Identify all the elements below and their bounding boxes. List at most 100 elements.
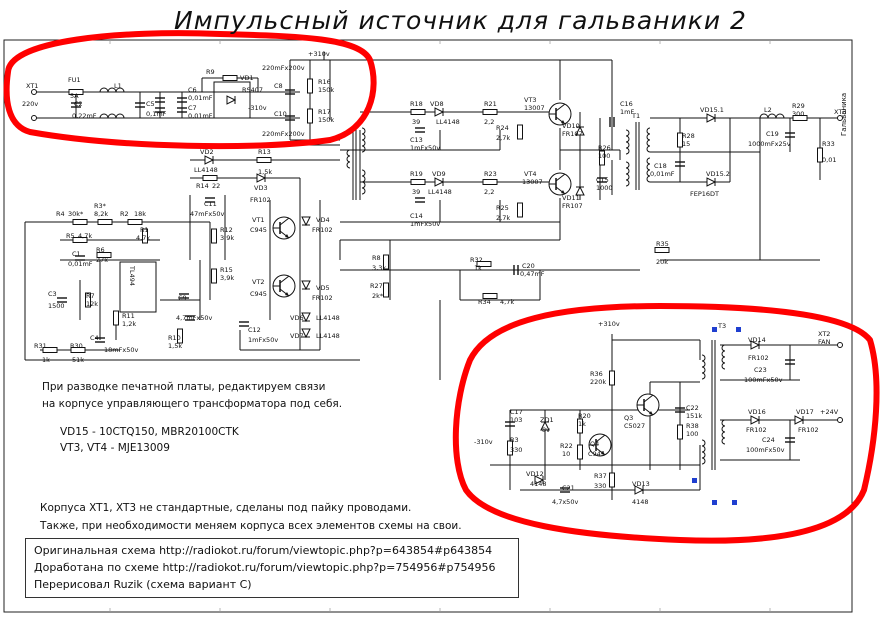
svg-text:+310v: +310v bbox=[598, 320, 620, 328]
svg-text:R38: R38 bbox=[686, 422, 699, 430]
svg-text:300: 300 bbox=[792, 110, 804, 118]
svg-text:15: 15 bbox=[682, 140, 690, 148]
svg-text:1500: 1500 bbox=[48, 302, 65, 310]
svg-text:TL494: TL494 bbox=[128, 265, 136, 286]
svg-text:2,7k: 2,7k bbox=[496, 134, 510, 142]
svg-text:VD10: VD10 bbox=[562, 122, 580, 130]
highlight-aux-supply bbox=[452, 303, 880, 544]
svg-text:C17: C17 bbox=[510, 408, 523, 416]
svg-text:5A: 5A bbox=[70, 92, 79, 100]
svg-text:R7: R7 bbox=[86, 292, 95, 300]
note-cases-2: Также, при необходимости меняем корпуса … bbox=[40, 520, 462, 532]
svg-text:27k: 27k bbox=[96, 256, 108, 264]
svg-text:R35: R35 bbox=[656, 240, 669, 248]
output-wiring bbox=[650, 117, 840, 261]
svg-text:R29: R29 bbox=[792, 102, 805, 110]
svg-text:18mFx50v: 18mFx50v bbox=[104, 346, 138, 354]
svg-text:1k: 1k bbox=[578, 420, 586, 428]
svg-text:Гальваника: Гальваника bbox=[840, 93, 848, 136]
svg-text:1000mFx25v: 1000mFx25v bbox=[748, 140, 791, 148]
svg-text:C10: C10 bbox=[274, 110, 287, 118]
svg-text:R17: R17 bbox=[318, 108, 331, 116]
svg-text:1,5k: 1,5k bbox=[168, 342, 182, 350]
svg-text:3,9k: 3,9k bbox=[220, 234, 234, 242]
svg-text:1k: 1k bbox=[474, 264, 482, 272]
svg-text:4,7x50v: 4,7x50v bbox=[552, 498, 578, 506]
svg-text:+24V: +24V bbox=[820, 408, 839, 416]
svg-text:330: 330 bbox=[510, 446, 522, 454]
svg-text:C945: C945 bbox=[588, 450, 605, 458]
svg-text:LL4148: LL4148 bbox=[316, 314, 340, 322]
svg-text:R32: R32 bbox=[470, 256, 483, 264]
svg-text:R10: R10 bbox=[168, 334, 181, 342]
svg-text:LL4148: LL4148 bbox=[194, 166, 218, 174]
component-labels: XT1 220v FU1 5A C2 0,22mF L1 C5 0,1mF C6… bbox=[22, 50, 848, 506]
svg-text:VD11: VD11 bbox=[562, 194, 580, 202]
page-title: Импульсный источник для гальваники 2 bbox=[174, 6, 747, 35]
svg-text:4,7k: 4,7k bbox=[136, 234, 150, 242]
svg-text:0,22mF: 0,22mF bbox=[72, 112, 97, 120]
svg-text:C5: C5 bbox=[146, 100, 155, 108]
svg-text:4,7mFx50v: 4,7mFx50v bbox=[176, 314, 213, 322]
svg-text:47mFx50v: 47mFx50v bbox=[190, 210, 224, 218]
svg-text:R12: R12 bbox=[220, 226, 233, 234]
svg-text:R11: R11 bbox=[122, 312, 135, 320]
svg-text:C945: C945 bbox=[250, 290, 267, 298]
svg-text:100: 100 bbox=[598, 152, 610, 160]
svg-text:ZD1: ZD1 bbox=[540, 416, 554, 424]
svg-text:VT1: VT1 bbox=[252, 216, 265, 224]
svg-text:FR107: FR107 bbox=[562, 130, 583, 138]
modified-link[interactable]: Доработана по схеме http://radiokot.ru/f… bbox=[34, 561, 496, 574]
svg-text:R21: R21 bbox=[484, 100, 497, 108]
svg-text:XT2: XT2 bbox=[818, 330, 830, 338]
svg-text:100mFx50v: 100mFx50v bbox=[744, 376, 783, 384]
svg-text:RS407: RS407 bbox=[242, 86, 263, 94]
svg-text:1mFx50v: 1mFx50v bbox=[410, 220, 440, 228]
svg-text:R23: R23 bbox=[484, 170, 497, 178]
svg-text:VT3: VT3 bbox=[524, 96, 537, 104]
svg-text:XT1: XT1 bbox=[26, 82, 38, 90]
svg-text:4148: 4148 bbox=[632, 498, 649, 506]
svg-text:220mFx200v: 220mFx200v bbox=[262, 64, 305, 72]
svg-text:C21: C21 bbox=[562, 484, 575, 492]
redrawn-credit: Перерисовал Ruzik (схема вариант С) bbox=[34, 578, 252, 591]
svg-text:0,01: 0,01 bbox=[822, 156, 836, 164]
svg-text:R9: R9 bbox=[206, 68, 215, 76]
svg-text:R26: R26 bbox=[598, 144, 611, 152]
svg-text:C19: C19 bbox=[766, 130, 779, 138]
svg-text:R13: R13 bbox=[258, 148, 271, 156]
svg-text:R1: R1 bbox=[140, 226, 149, 234]
svg-text:VD13: VD13 bbox=[632, 480, 650, 488]
svg-text:FR102: FR102 bbox=[746, 426, 767, 434]
driver-transformer bbox=[346, 127, 366, 200]
svg-text:51k: 51k bbox=[72, 356, 84, 364]
svg-text:2,2: 2,2 bbox=[484, 118, 494, 126]
svg-text:VD6: VD6 bbox=[290, 314, 304, 322]
svg-text:R8: R8 bbox=[372, 254, 381, 262]
svg-text:C23: C23 bbox=[754, 366, 767, 374]
svg-text:2,2: 2,2 bbox=[484, 188, 494, 196]
tl494-ic bbox=[119, 261, 157, 313]
svg-text:FR102: FR102 bbox=[312, 226, 333, 234]
svg-text:1,2k: 1,2k bbox=[122, 320, 136, 328]
svg-text:Q3: Q3 bbox=[624, 414, 633, 422]
svg-text:-310v: -310v bbox=[474, 438, 493, 446]
svg-text:0,01mF: 0,01mF bbox=[68, 260, 93, 268]
svg-text:R33: R33 bbox=[822, 140, 835, 148]
svg-text:+310v: +310v bbox=[308, 50, 330, 58]
winding-markers bbox=[692, 327, 741, 505]
svg-text:R37: R37 bbox=[594, 472, 607, 480]
svg-text:150k: 150k bbox=[318, 86, 334, 94]
svg-text:R2: R2 bbox=[120, 210, 129, 218]
svg-text:R6: R6 bbox=[96, 246, 105, 254]
svg-text:220v: 220v bbox=[22, 100, 38, 108]
svg-text:0,1mF: 0,1mF bbox=[146, 110, 167, 118]
svg-text:VD15.2: VD15.2 bbox=[706, 170, 730, 178]
svg-text:C15: C15 bbox=[596, 176, 609, 184]
svg-text:FEP16DT: FEP16DT bbox=[690, 190, 719, 198]
svg-text:R34: R34 bbox=[478, 298, 491, 306]
svg-text:R25: R25 bbox=[496, 204, 509, 212]
original-link[interactable]: Оригинальная схема http://radiokot.ru/fo… bbox=[34, 544, 493, 557]
svg-text:VT4: VT4 bbox=[524, 170, 537, 178]
